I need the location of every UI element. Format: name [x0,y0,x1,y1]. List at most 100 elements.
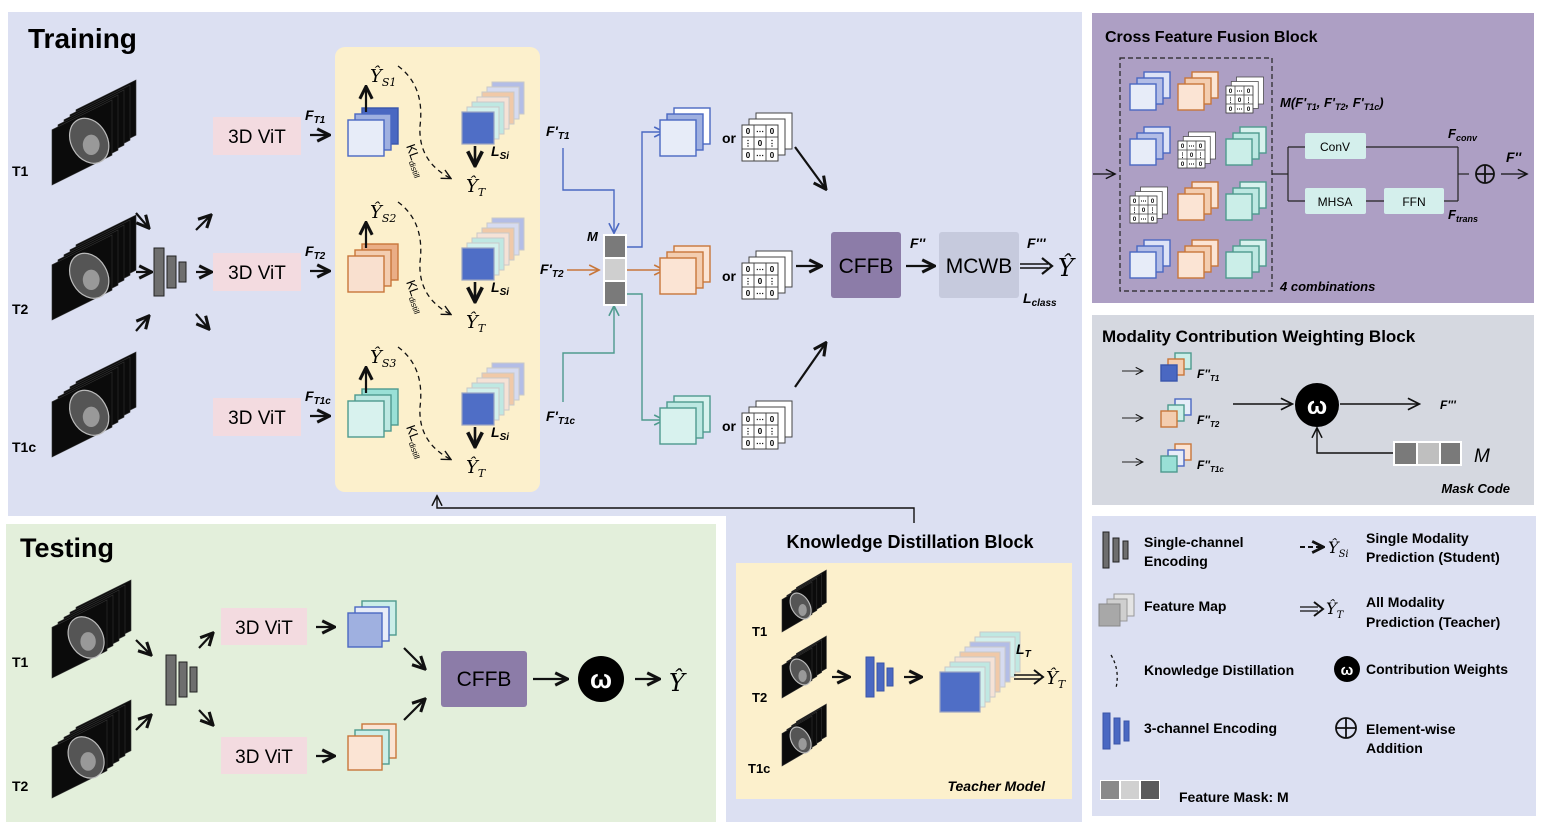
svg-text:⋮: ⋮ [1246,97,1252,104]
vit-block-t2: 3D ViT [213,253,301,291]
svg-text:⋮: ⋮ [1150,207,1156,214]
mcwb-title: Modality Contribution Weighting Block [1102,327,1416,346]
svg-text:Feature Mask: M: Feature Mask: M [1179,789,1289,805]
svg-text:3D ViT: 3D ViT [228,263,286,284]
svg-text:0: 0 [1190,153,1194,159]
svg-text:⋮: ⋮ [1228,97,1234,104]
svg-text:⋯: ⋯ [756,151,764,160]
multi-modal-feature-stack [461,362,525,426]
zero-matrix-icon: 0⋯0⋮0⋮0⋯0 [741,250,793,300]
cffb-branches [1272,146,1469,202]
combination-feature-map [1129,71,1171,111]
encoder-arrows [135,212,210,331]
svg-text:0: 0 [746,127,751,136]
legend-knowledge-distillation: Knowledge Distillation [1110,654,1294,689]
svg-text:⋯: ⋯ [756,439,764,448]
svg-text:0: 0 [770,265,775,274]
training-output-y-hat: Ŷ [1058,253,1076,282]
mri-stack-t1c [51,351,137,458]
test-modality-t1: T1 [12,654,29,670]
svg-text:Single-channel: Single-channel [1144,534,1244,550]
student-rows: ŶS1KLdistillLSiŶTŶS2KLdistillLSiŶTŶS3KLd… [347,64,525,480]
svg-text:Contribution Weights: Contribution Weights [1366,661,1508,677]
contribution-weights-icon: ω [1334,656,1360,682]
f-triple-prime-label: F''' [1027,235,1046,251]
zero-matrix-icon: 0⋯0⋮0⋮0⋯0 [1225,76,1264,114]
test-cffb-node: CFFB [441,651,527,707]
three-channel-encoder [865,656,894,698]
mcwb-omega-node: ω [1295,383,1339,427]
combination-feature-map [1225,239,1267,279]
test-feature-map-t1 [347,600,397,648]
or-label: or [722,418,737,434]
svg-text:CFFB: CFFB [457,668,512,691]
masked-feature-map [659,245,711,295]
svg-text:Feature Map: Feature Map [1144,598,1226,614]
test-vit-t1: 3D ViT [221,608,307,645]
or-label: or [722,130,737,146]
mhsa-block: MHSA [1305,188,1366,214]
knowledge-distillation-icon [1110,654,1118,689]
svg-text:All Modality: All Modality [1366,594,1445,610]
mri-stack-t2 [51,214,137,321]
masked-feature-map [659,395,711,445]
multi-modal-feature-stack [461,81,525,145]
cffb-title: Cross Feature Fusion Block [1105,29,1318,46]
legend-element-wise-addition: Element-wise Addition [1335,717,1456,756]
cffb-input-arrows [794,146,825,388]
svg-text:0: 0 [746,289,751,298]
test-omega-node: ω [578,656,624,702]
testing-title: Testing [20,533,114,563]
feature-mask-m [603,234,627,306]
three-channel-encoding-icon [1102,712,1130,750]
svg-text:3D ViT: 3D ViT [235,747,293,768]
svg-text:ω: ω [1307,393,1327,420]
mask-to-omega-arrow [1317,429,1393,454]
legend-contribution-weights: ω Contribution Weights [1334,656,1508,682]
svg-text:0: 0 [770,415,775,424]
svg-text:0: 0 [746,265,751,274]
svg-text:0: 0 [1238,98,1242,104]
test-feature-map-t2 [347,723,397,771]
mask-label: M [587,229,599,244]
svg-text:Single Modality: Single Modality [1366,530,1469,546]
ffn-block: FFN [1384,188,1444,214]
teacher-feature-stack [939,631,1021,713]
f-double-prime-label: F'' [910,235,926,251]
cffb-output-label: F'' [1506,149,1522,165]
combination-feature-map [1177,239,1219,279]
mcwb-feature-icons [1160,352,1192,473]
svg-text:0: 0 [770,127,775,136]
svg-text:0: 0 [758,427,763,436]
mcwb-feature-t1c-icon [1160,443,1192,473]
combination-row-4 [1129,239,1267,279]
combination-row-2: 0⋯0⋮0⋮0⋯0 [1129,126,1267,169]
svg-text:0: 0 [1247,89,1251,95]
test-vit-arrows [316,627,658,756]
multi-modal-feature-stack [939,631,1021,713]
svg-text:3D ViT: 3D ViT [228,127,286,148]
svg-text:⋮: ⋮ [768,427,776,436]
mcwb-output-label: F''' [1440,398,1457,412]
svg-text:⋮: ⋮ [1132,207,1138,214]
legend-section [1092,516,1536,816]
svg-text:Prediction (Teacher): Prediction (Teacher) [1366,614,1500,630]
element-wise-addition-icon [1335,717,1357,739]
kd-modality-t1c: T1c [748,761,770,776]
combination-row-1: 0⋯0⋮0⋮0⋯0 [1129,71,1264,114]
svg-text:0: 0 [1151,217,1155,223]
svg-text:0: 0 [1142,208,1146,214]
combination-feature-map [1129,126,1171,166]
kd-title: Knowledge Distillation Block [786,532,1034,552]
svg-text:⋯: ⋯ [1189,144,1195,150]
teacher-output-arrow [1014,669,1045,685]
test-modality-t2: T2 [12,778,29,794]
modality-label-t1: T1 [12,163,29,179]
svg-text:⋮: ⋮ [768,139,776,148]
svg-text:0: 0 [1133,199,1137,205]
